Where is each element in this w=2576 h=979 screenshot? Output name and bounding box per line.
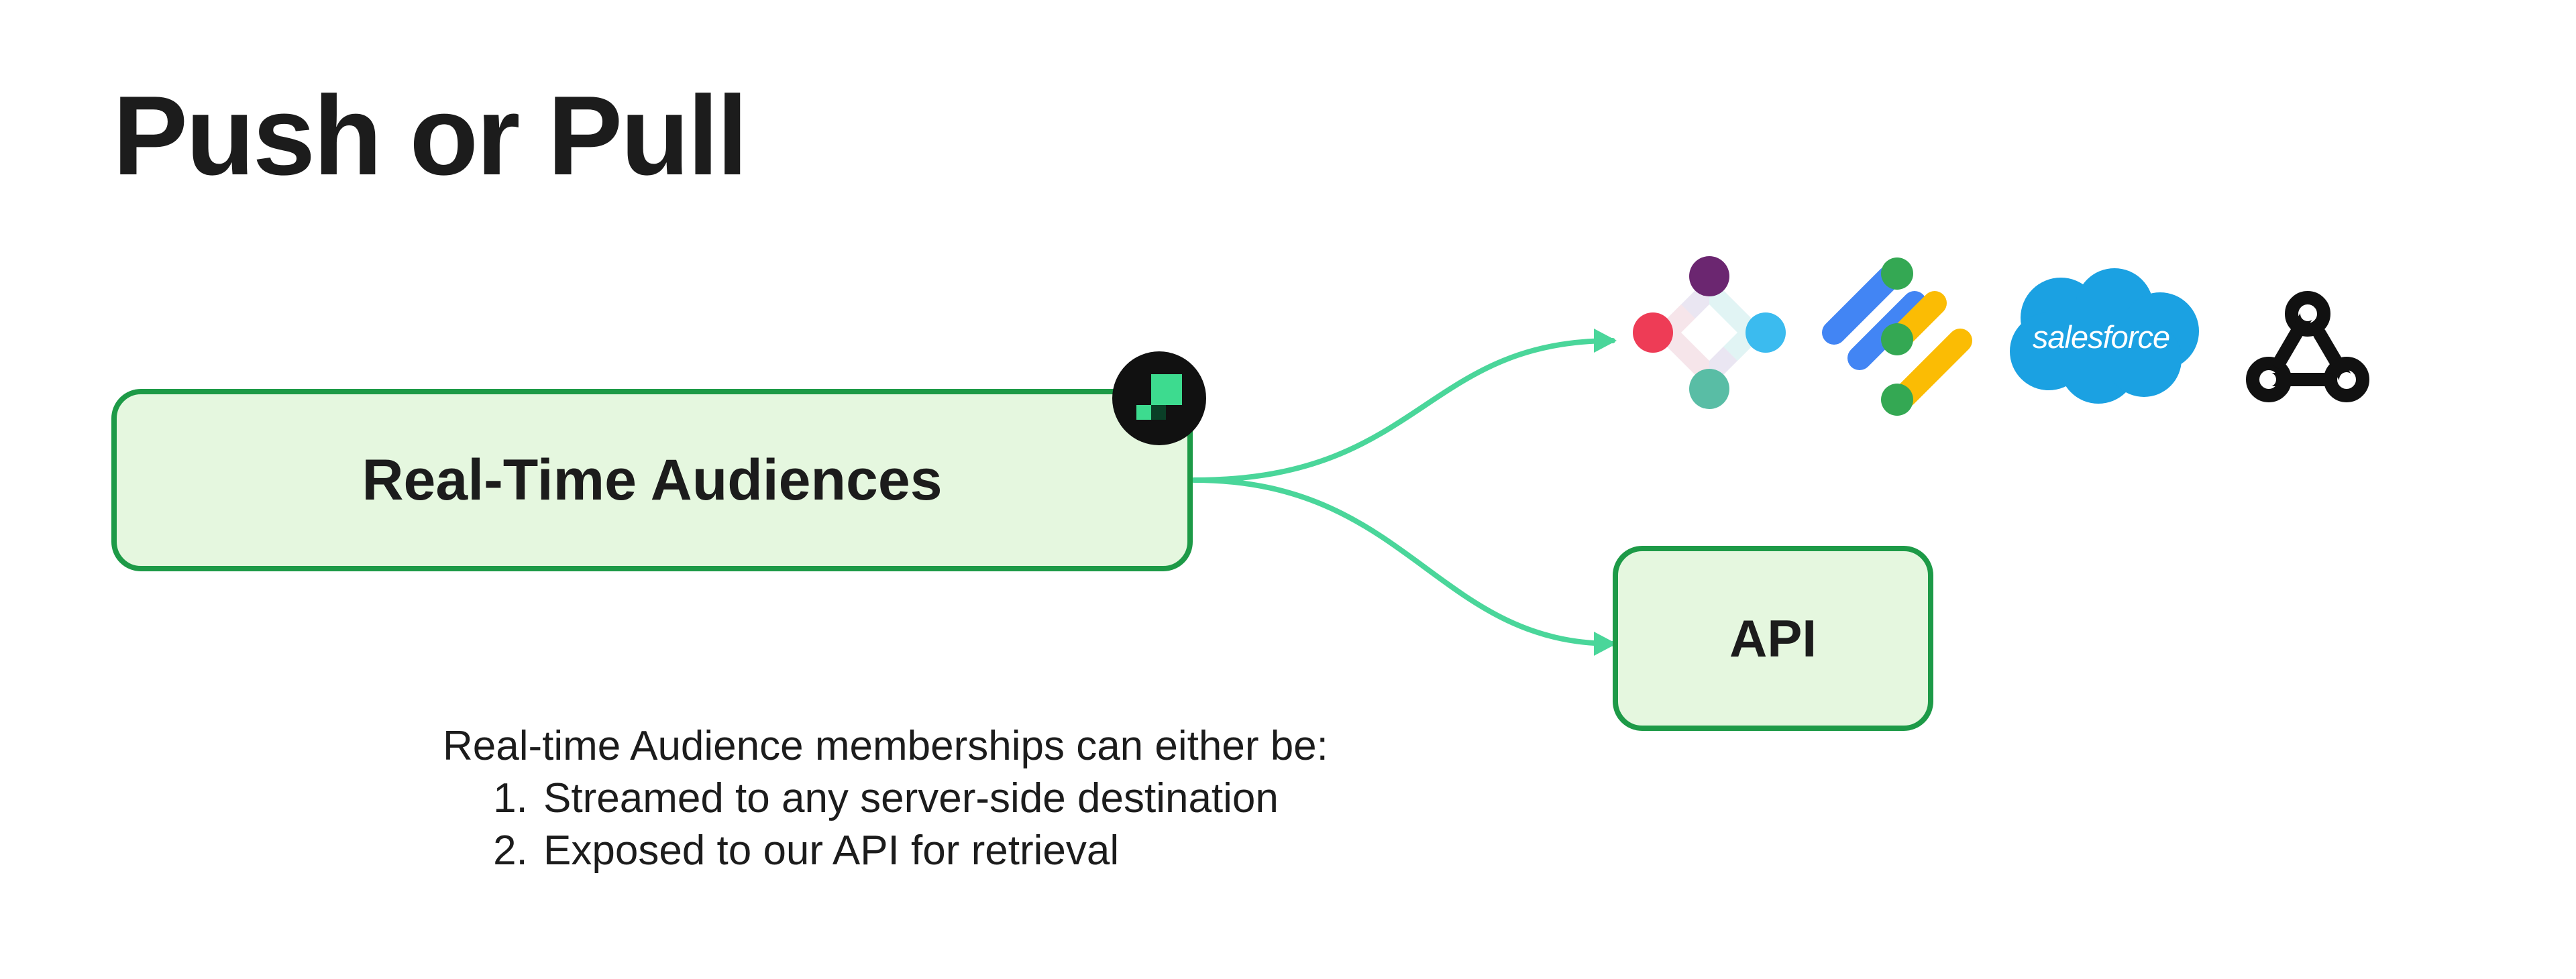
page-title: Push or Pull xyxy=(113,72,748,198)
real-time-audiences-label: Real-Time Audiences xyxy=(362,447,943,512)
connector-to-api xyxy=(1191,477,1615,646)
google-tag-manager-icon xyxy=(1811,253,1979,424)
api-node: API xyxy=(1613,546,1933,731)
app-badge-icon xyxy=(1112,351,1206,445)
description-intro: Real-time Audience memberships can eithe… xyxy=(443,723,1328,769)
arrowhead-api xyxy=(1594,632,1617,656)
real-time-audiences-node: Real-Time Audiences xyxy=(111,389,1193,571)
description-list: Streamed to any server-side destination … xyxy=(443,772,1328,877)
webhook-icon xyxy=(2241,284,2375,415)
description-item: Streamed to any server-side destination xyxy=(539,772,1328,825)
api-label: API xyxy=(1729,608,1817,668)
segment-logo-icon xyxy=(1626,252,1787,416)
salesforce-wordmark: salesforce xyxy=(2032,319,2170,355)
description-item: Exposed to our API for retrieval xyxy=(539,825,1328,877)
arrowhead-destinations xyxy=(1594,329,1617,353)
salesforce-logo-icon: salesforce xyxy=(1999,266,2203,411)
description: Real-time Audience memberships can eithe… xyxy=(443,720,1328,877)
connector-to-destinations xyxy=(1191,338,1615,483)
